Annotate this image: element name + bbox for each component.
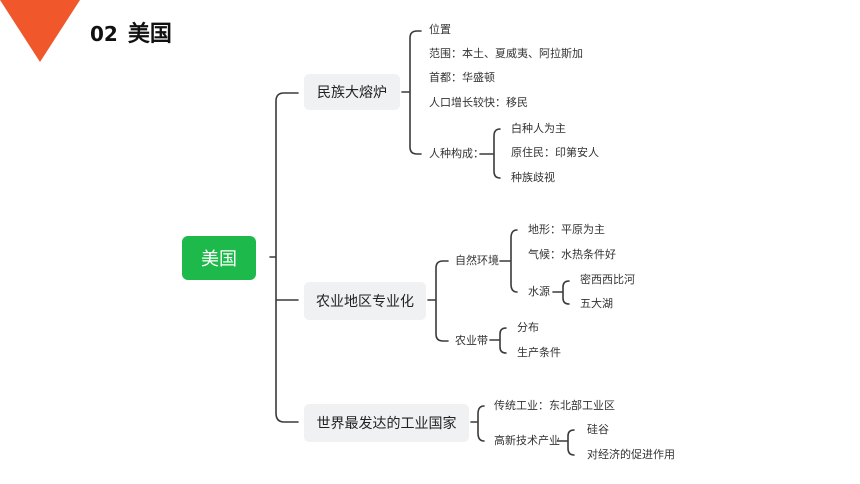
leaf-territory[interactable]: 范围：本土、夏威夷、阿拉斯加	[429, 47, 583, 60]
root-node[interactable]: 美国	[182, 236, 256, 280]
branch-node-industry[interactable]: 世界最发达的工业国家	[304, 404, 469, 442]
branch3-bracket	[470, 405, 485, 442]
leaf-traditional-industry[interactable]: 传统工业：东北部工业区	[494, 399, 615, 412]
branch1-bracket	[401, 30, 422, 155]
leaf-production-conditions[interactable]: 生产条件	[517, 346, 561, 359]
node-race-composition[interactable]: 人种构成：	[429, 147, 484, 160]
leaf-economic-promotion[interactable]: 对经济的促进作用	[587, 448, 675, 461]
leaf-native-americans[interactable]: 原住民：印第安人	[511, 146, 599, 159]
leaf-capital[interactable]: 首都：华盛顿	[429, 71, 495, 84]
branch2-bracket	[427, 260, 449, 342]
hightech-bracket	[557, 429, 575, 456]
leaf-location[interactable]: 位置	[429, 23, 451, 36]
slide-title: 02 美国	[90, 16, 172, 52]
leaf-mississippi-river[interactable]: 密西西比河	[580, 273, 635, 286]
root-bracket	[269, 92, 299, 423]
section-number: 02	[90, 22, 118, 46]
node-water-source[interactable]: 水源	[528, 285, 550, 298]
leaf-distribution[interactable]: 分布	[517, 321, 539, 334]
accent-triangle	[0, 0, 80, 62]
leaf-population-growth[interactable]: 人口增长较快：移民	[429, 96, 528, 109]
section-title: 美国	[127, 22, 172, 47]
leaf-great-lakes[interactable]: 五大湖	[580, 297, 613, 310]
leaf-climate[interactable]: 气候：水热条件好	[528, 248, 616, 261]
node-natural-environment[interactable]: 自然环境	[455, 254, 499, 267]
node-agricultural-belt[interactable]: 农业带	[455, 334, 488, 347]
water-bracket	[552, 280, 570, 305]
leaf-racial-discrimination[interactable]: 种族歧视	[511, 171, 555, 184]
belt-bracket	[489, 327, 507, 354]
leaf-white-majority[interactable]: 白种人为主	[511, 122, 566, 135]
leaf-terrain[interactable]: 地形：平原为主	[528, 223, 605, 236]
branch-node-agriculture[interactable]: 农业地区专业化	[304, 282, 426, 320]
branch-node-melting-pot[interactable]: 民族大熔炉	[304, 74, 400, 110]
nature-bracket	[499, 229, 518, 293]
corner-triangle-decoration	[0, 0, 80, 62]
race-bracket	[479, 128, 501, 179]
node-high-tech-industry[interactable]: 高新技术产业	[494, 434, 560, 447]
leaf-silicon-valley[interactable]: 硅谷	[587, 423, 609, 436]
